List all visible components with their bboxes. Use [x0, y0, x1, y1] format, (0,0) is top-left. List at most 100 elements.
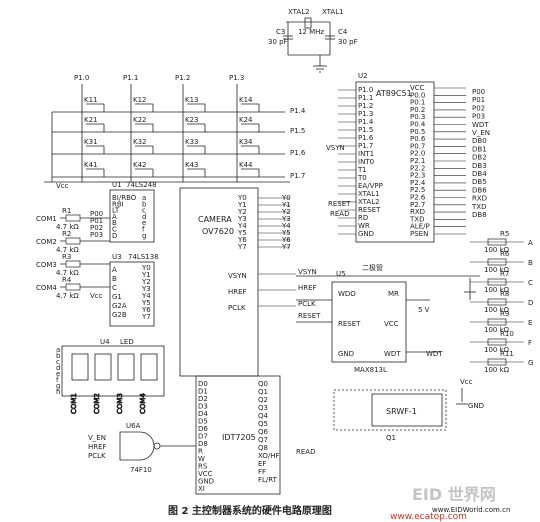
mcu-right-pin: P0.7 [410, 142, 425, 150]
u1-ref: U1 [112, 181, 122, 189]
ladder-output: F [528, 339, 532, 347]
key-label-k41: K41 [84, 161, 98, 169]
mcu-left-pin: P1.4 [358, 118, 374, 126]
wd-name: MAX813L [354, 366, 387, 374]
camera-out-pin: Y6 [237, 236, 247, 244]
keypad-row-2: P1.6 [290, 149, 306, 157]
key-label-k44: K44 [239, 161, 253, 169]
fifo-pin-right: EF [258, 460, 266, 468]
figure-caption: 图 2 主控制器系统的硬件电路原理图 [168, 504, 332, 517]
com-res-ref: R2 [62, 230, 71, 238]
gate-name: 74F10 [130, 466, 152, 474]
camera-out-pin: Y0 [237, 194, 247, 202]
mcu-right-pin: P2.5 [410, 186, 425, 194]
led-seg: a [56, 346, 60, 354]
mcu-vsyn: VSYN [326, 144, 345, 152]
led-ref: U4 [100, 338, 110, 346]
rf-name: SRWF-1 [386, 407, 417, 416]
fifo-pin-right: Q1 [258, 388, 268, 396]
fifo-pin-right: FF [258, 468, 266, 476]
wd-wdo: WDO [338, 290, 356, 298]
keypad-col-2: P1.2 [175, 74, 190, 82]
com-label: COM2 [36, 238, 57, 246]
mcu-right-pin: P2.0 [410, 150, 425, 158]
c4-label: C4 [338, 28, 348, 36]
ladder-res-value: 100 kΩ [484, 266, 510, 274]
key-label-k43: K43 [185, 161, 199, 169]
crystal-freq: 12 MHz [298, 28, 324, 36]
keypad-row-1: P1.5 [290, 127, 305, 135]
u1-pin-right: c [142, 207, 146, 215]
mcu-right-pin: P0.0 [410, 91, 425, 99]
u1-pin-left: LT [112, 207, 120, 215]
fifo-pin-right: FL/RT [258, 476, 278, 484]
ladder-output: E [528, 319, 532, 327]
keypad-keys [86, 103, 260, 177]
led-seg: d [56, 364, 60, 372]
mcu-left-pin: T1 [357, 166, 367, 174]
mcu-left-pin: P1.5 [358, 126, 373, 134]
gate-ref: U6A [126, 422, 141, 430]
mcu-left-pin: WR [358, 222, 370, 230]
c3-label: C3 [276, 28, 285, 36]
com-resistor [65, 237, 81, 245]
key-label-k14: K14 [239, 96, 253, 104]
mcu-net: DB5 [472, 178, 487, 186]
mcu-name: AT89C51 [376, 89, 412, 98]
led-com-label: COM1 [70, 393, 78, 414]
mcu-left-pin: P1.2 [358, 102, 373, 110]
mcu-net: DB4 [472, 170, 487, 178]
wd-diode: 二极管 [362, 263, 383, 272]
key-label-k22: K22 [133, 116, 147, 124]
mcu-net: RXD [472, 195, 487, 203]
mcu-net: DB6 [472, 186, 487, 194]
u1-net: P01 [90, 217, 103, 225]
camera-href-net: HREF [298, 284, 317, 292]
led-digit [94, 353, 112, 381]
com-res-ref: R4 [62, 276, 72, 284]
rf-module [371, 393, 443, 427]
u1-pin-left: D [112, 232, 117, 240]
nand-gate [119, 431, 155, 461]
wd-wdt: WDT [384, 350, 401, 358]
fifo-pin-right: Q4 [258, 412, 269, 420]
mcu-net: P01 [472, 96, 485, 104]
keypad-matrix [44, 84, 290, 183]
led-digit [71, 353, 89, 381]
crystal-oscillator [283, 17, 335, 73]
mcu-left-pin: XTAL1 [358, 190, 380, 198]
com-res-ref: R1 [62, 207, 71, 215]
camera-out-net: Y3 [281, 215, 291, 223]
keypad-col-3: P1.3 [229, 74, 244, 82]
fifo-pin-left: D4 [198, 410, 208, 418]
key-label-k31: K31 [84, 138, 98, 146]
u1-pin-right: f [142, 226, 145, 234]
fifo-pin-right: XO/HF [258, 452, 280, 460]
mcu-read: READ [330, 210, 349, 218]
fifo-pin-left: R [198, 448, 203, 456]
com-label: COM4 [36, 284, 57, 292]
gate-in-0: V_EN [88, 434, 106, 442]
u1-pin-left: RBI [112, 200, 124, 208]
mcu-right-pin: P2.4 [410, 179, 426, 187]
mcu-right-pin: PSEN [410, 230, 428, 238]
u1-net: P03 [90, 231, 103, 239]
mcu-right-pin: P0.4 [410, 121, 426, 129]
u1-pin-right: b [142, 200, 147, 208]
com-res-value: 4.7 kΩ [56, 269, 79, 277]
key-label-k21: K21 [84, 116, 98, 124]
ladder-res-ref: R10 [500, 330, 514, 338]
mcu-right-pin: P2.7 [410, 201, 425, 209]
u1-pin-right: d [142, 213, 146, 221]
mcu-left-pin: INT0 [358, 158, 374, 166]
decoder-74ls248 [109, 189, 155, 243]
camera-name: CAMERA [198, 215, 232, 224]
u3-name: 74LS138 [128, 253, 159, 261]
com-resistor [65, 283, 81, 291]
u3-pin-right: Y7 [141, 313, 151, 321]
fifo-pin-left: D3 [198, 403, 208, 411]
wd-supply: 5 V [418, 306, 430, 314]
fifo-read: READ [296, 448, 315, 456]
ladder-res-ref: R11 [500, 350, 514, 358]
mcu-ref: U2 [358, 72, 368, 80]
